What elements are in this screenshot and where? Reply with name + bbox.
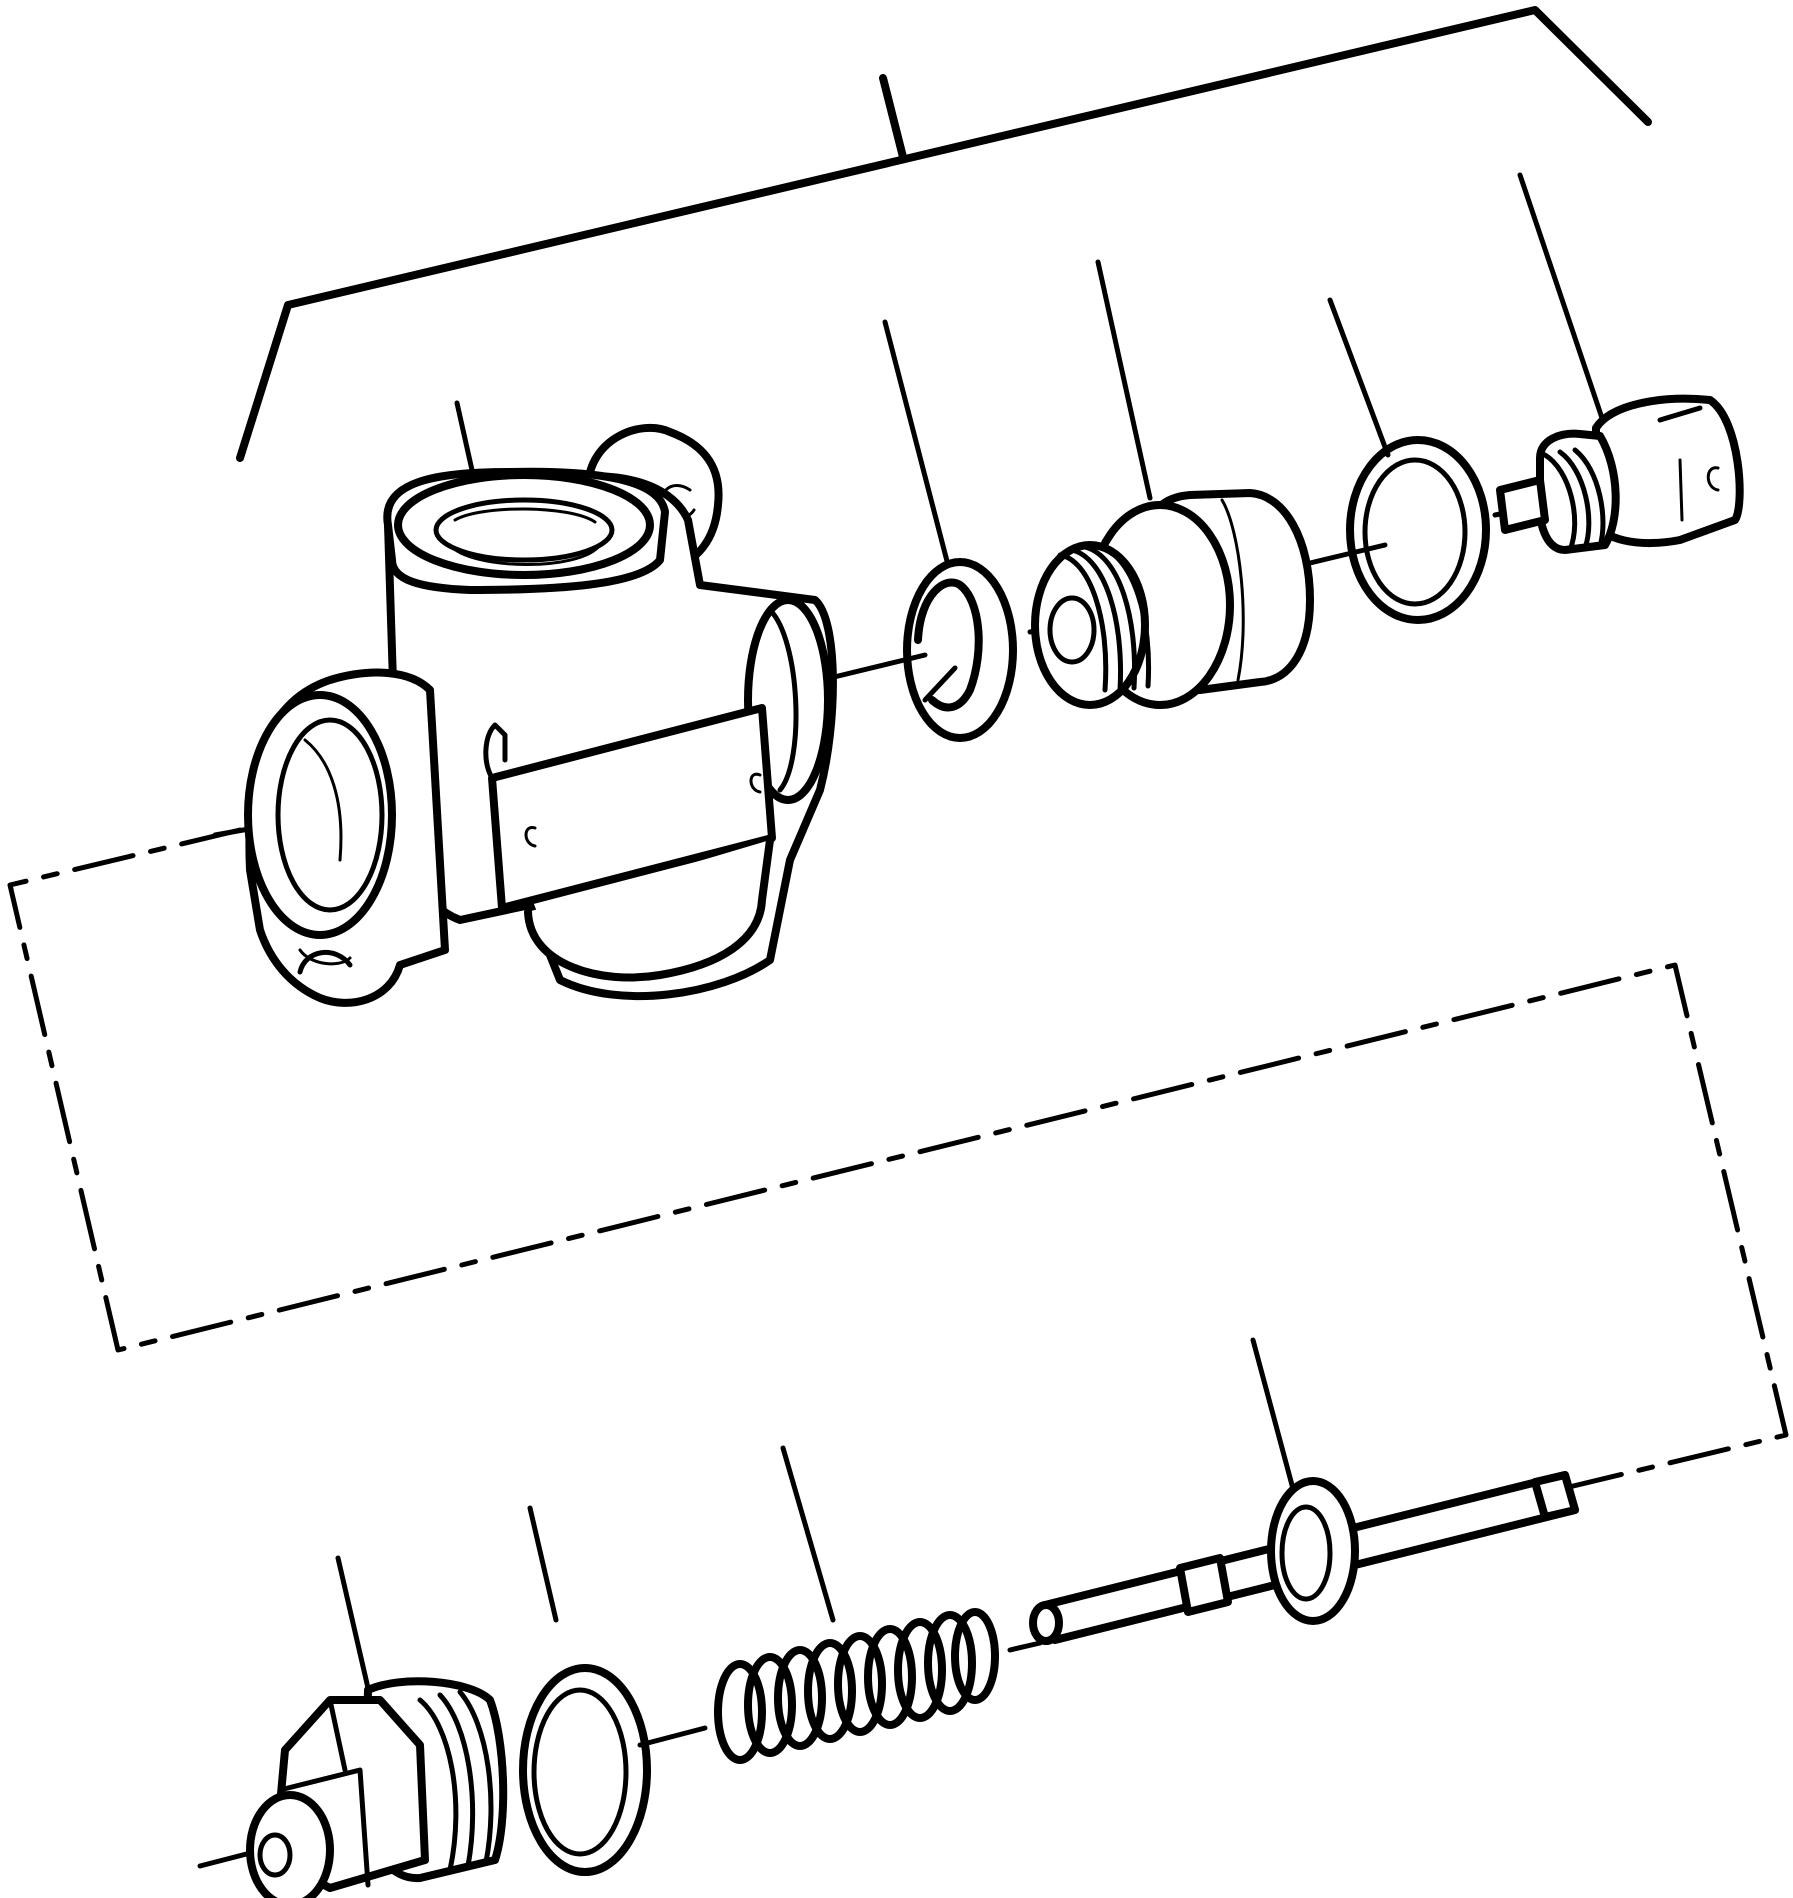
- leader-threaded-plug: [1095, 259, 1153, 501]
- hex-plug-lower: [246, 1677, 508, 1898]
- valve-cartridge: [1496, 394, 1744, 554]
- coil-spring: [714, 1608, 999, 1764]
- leader-spool: [1250, 1337, 1299, 1503]
- leader-snap-ring: [882, 319, 951, 568]
- valve-body: [244, 423, 837, 1007]
- leader-washer-lower: [527, 1505, 559, 1623]
- sealing-washer-upper: [1346, 436, 1490, 624]
- leader-cartridge: [1517, 172, 1605, 421]
- threaded-plug: [1031, 489, 1314, 709]
- leader-washer-upper: [1327, 297, 1391, 458]
- snap-ring: [903, 558, 1017, 742]
- leader-lines: [335, 172, 1605, 1691]
- assembly-bracket: [236, 6, 1652, 462]
- valve-spool: [1029, 1471, 1579, 1645]
- leader-spring: [780, 1445, 836, 1623]
- sealing-washer-lower: [519, 1664, 651, 1876]
- leader-hex-plug: [335, 1555, 371, 1691]
